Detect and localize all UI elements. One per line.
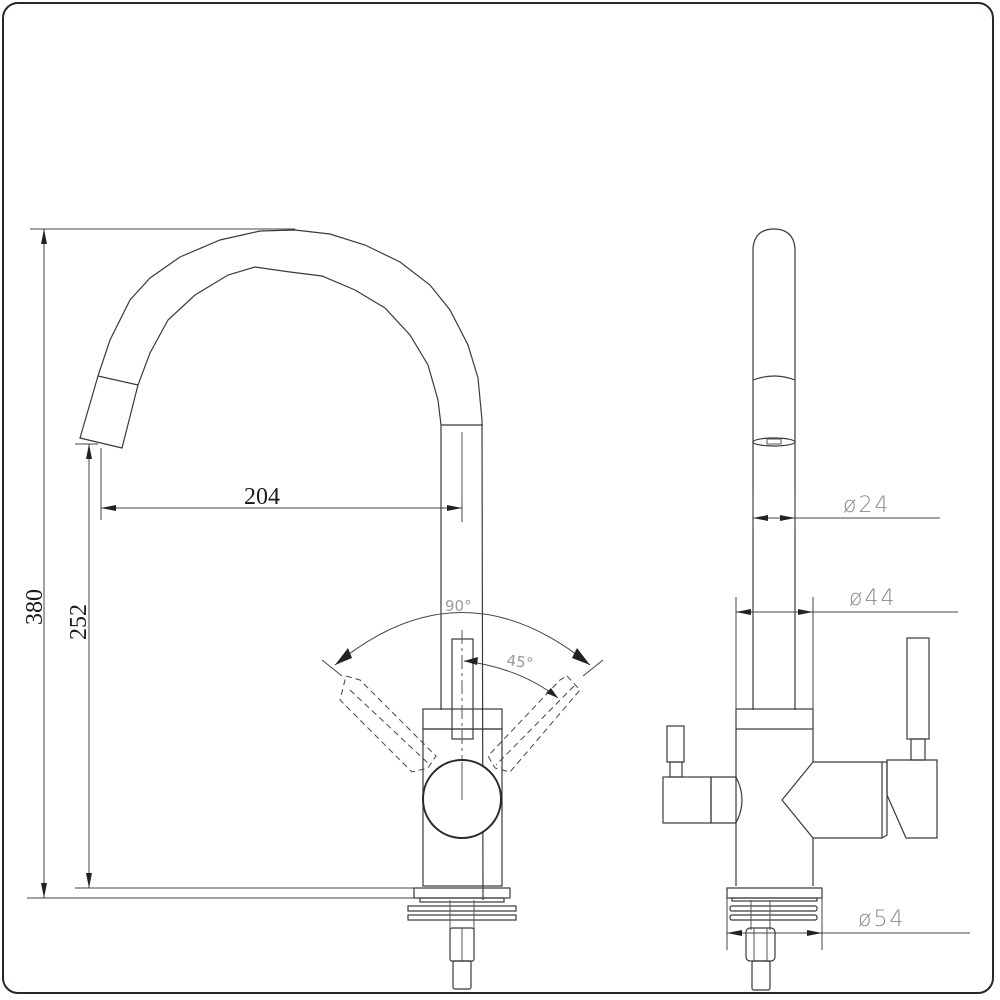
side-view: ø24 ø44 ø54 <box>662 228 970 991</box>
aerator-inner <box>766 438 782 445</box>
handle-rotated-right <box>487 675 581 773</box>
mounting-washer-2 <box>407 914 517 921</box>
side-threaded-stud <box>751 960 771 991</box>
side-spout-tube <box>752 228 796 710</box>
side-left-handle-body <box>662 776 712 824</box>
spout-outer-edge <box>97 229 484 901</box>
spout-diameter-label: ø24 <box>843 493 890 518</box>
side-left-handle-stem <box>669 761 683 778</box>
base-gasket <box>419 897 505 903</box>
base-diameter-label: ø54 <box>858 907 905 932</box>
angle-90-label: 90° <box>445 597 472 615</box>
base-flange <box>413 887 511 899</box>
side-right-lever-stem <box>910 738 926 761</box>
side-right-mixer-body <box>781 761 883 839</box>
side-spout-joint <box>752 375 796 381</box>
threaded-stud <box>452 960 472 990</box>
reach-label: 204 <box>244 484 280 510</box>
angle-90-arc <box>334 612 591 666</box>
side-washer-2 <box>729 914 818 921</box>
side-right-mixer-ring <box>881 761 888 839</box>
side-base-flange <box>726 887 823 899</box>
side-body <box>735 729 814 886</box>
spout-height-label: 252 <box>66 604 92 640</box>
angle-45-label: 45° <box>505 651 534 673</box>
mounting-washer-1 <box>407 905 517 912</box>
total-height-label: 380 <box>22 589 48 625</box>
handle-rotated-left <box>339 675 437 773</box>
side-right-lever-grip <box>906 637 930 740</box>
front-view: 90° 45° 204 380 252 <box>22 228 604 990</box>
spout-inner-edge <box>137 266 442 710</box>
spout-aerator <box>79 375 139 449</box>
side-base-gasket <box>731 897 818 902</box>
side-left-handle-grip <box>666 725 685 763</box>
side-body-collar <box>735 708 814 730</box>
body-diameter-label: ø44 <box>849 586 896 611</box>
side-left-handle-cap <box>710 776 743 824</box>
aerator-outlet <box>752 437 796 447</box>
side-right-lever-base <box>886 759 938 839</box>
side-washer-1 <box>729 905 818 912</box>
